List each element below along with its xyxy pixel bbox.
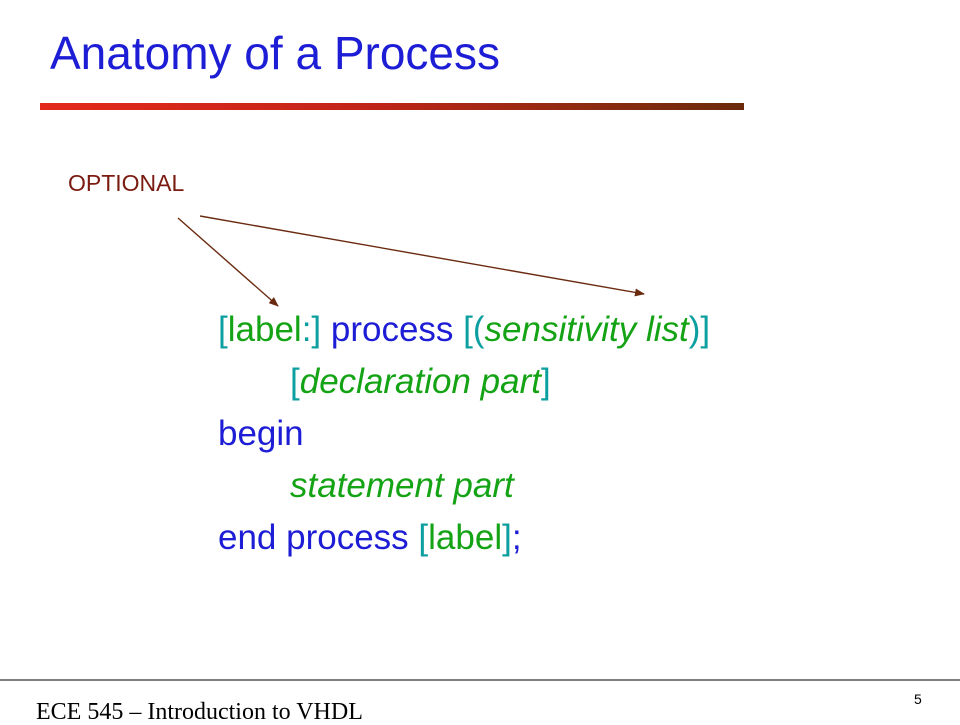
declaration-close-bracket: ] (541, 362, 551, 401)
statement-part-placeholder: statement part (290, 466, 514, 505)
end-label-open-bracket: [ (418, 518, 429, 557)
begin-keyword: begin (218, 414, 304, 453)
process-keyword: process (321, 310, 464, 349)
arrow-to-sensitivity-list (199, 215, 645, 297)
optional-annotation: OPTIONAL (68, 170, 185, 196)
sensitivity-open-bracket: [( (463, 310, 485, 349)
syntax-line-1: [label:] process [(sensitivity list)] (218, 304, 710, 356)
sensitivity-close-bracket: )] (688, 310, 711, 349)
label-close-bracket: :] (301, 310, 322, 349)
page-number: 5 (914, 691, 922, 707)
label-open-bracket: [ (218, 310, 228, 349)
footer-course-title: ECE 545 – Introduction to VHDL (36, 699, 363, 725)
sensitivity-list-placeholder: sensitivity list (484, 310, 689, 349)
slide-title: Anatomy of a Process (50, 27, 500, 79)
arrow-to-label (177, 217, 279, 307)
end-label-placeholder: label (428, 518, 503, 557)
title-underline (40, 103, 744, 110)
footer-divider (0, 679, 960, 681)
syntax-line-3: begin (218, 408, 710, 460)
declaration-part-placeholder: declaration part (299, 362, 541, 401)
end-label-close-bracket: ] (502, 518, 512, 557)
declaration-open-bracket: [ (290, 362, 300, 401)
process-syntax: [label:] process [(sensitivity list)] [d… (218, 304, 710, 564)
syntax-line-5: end process [label]; (218, 512, 710, 564)
syntax-line-4: statement part (218, 460, 710, 512)
semicolon: ; (511, 518, 522, 557)
syntax-line-2: [declaration part] (218, 356, 710, 408)
end-process-keyword: end process (218, 518, 419, 557)
label-placeholder: label (227, 310, 302, 349)
